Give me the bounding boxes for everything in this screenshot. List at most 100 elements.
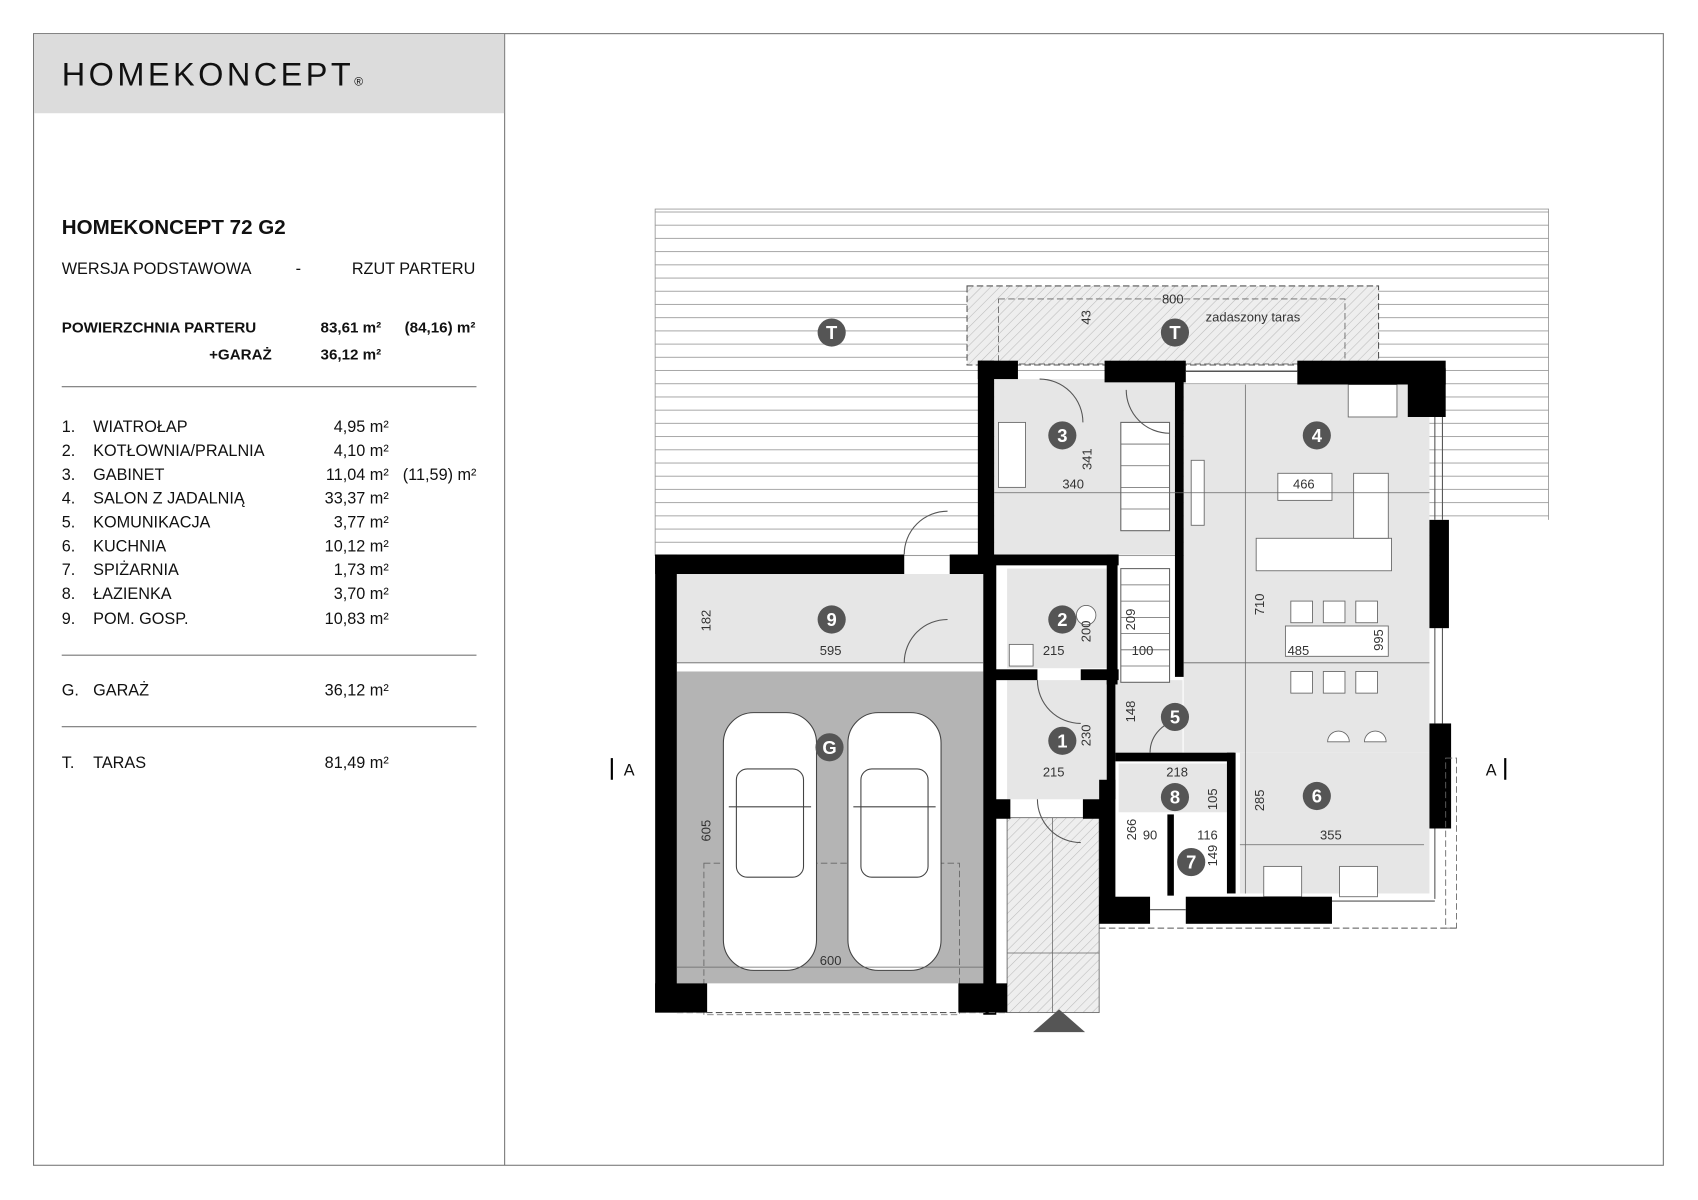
room-name: GABINET bbox=[93, 466, 164, 484]
room-name: POM. GOSP. bbox=[93, 610, 188, 628]
room-5-marker: 5 bbox=[1160, 702, 1190, 732]
garage-sum-label: +GARAŻ bbox=[209, 347, 272, 364]
room-number: 9. bbox=[62, 610, 76, 628]
logo: HOMEKONCEPT® bbox=[62, 57, 367, 93]
covered-terrace-label: zadaszony taras bbox=[1206, 310, 1301, 325]
svg-text:A: A bbox=[1486, 761, 1497, 779]
room-area: 4,10 m² bbox=[334, 442, 390, 460]
svg-text:6: 6 bbox=[1312, 786, 1322, 807]
room-area: 3,70 m² bbox=[334, 585, 390, 603]
room-number: 4. bbox=[62, 490, 76, 508]
dimension: 218 bbox=[1166, 765, 1188, 780]
room-area: 11,04 m² bbox=[326, 466, 389, 484]
room-markers: T T 1 2 3 4 5 6 7 8 9 G bbox=[815, 318, 1331, 877]
svg-text:1: 1 bbox=[1057, 730, 1067, 751]
dimension: 182 bbox=[698, 610, 713, 632]
svg-text:3: 3 bbox=[1057, 425, 1067, 446]
room-name: KUCHNIA bbox=[93, 537, 166, 555]
garage-sum-area: 36,12 m² bbox=[321, 347, 382, 364]
entrance-steps bbox=[1006, 817, 1100, 1014]
room-number: 8. bbox=[62, 585, 76, 603]
svg-text:9: 9 bbox=[827, 609, 837, 630]
room-number: 3. bbox=[62, 466, 76, 484]
room-2-marker: 2 bbox=[1048, 605, 1077, 634]
room-9-marker: 9 bbox=[817, 605, 846, 634]
svg-text:7: 7 bbox=[1186, 852, 1196, 873]
dimension: 710 bbox=[1252, 593, 1267, 615]
windows bbox=[676, 370, 1457, 1014]
dimension: 485 bbox=[1288, 643, 1310, 658]
dimension: 105 bbox=[1205, 788, 1220, 810]
svg-text:A: A bbox=[624, 761, 635, 779]
room-name: KOTŁOWNIA/PRALNIA bbox=[93, 442, 265, 460]
svg-text:G: G bbox=[822, 737, 836, 758]
terrace-name: TARAS bbox=[93, 754, 146, 772]
car-icon bbox=[847, 712, 942, 971]
room-area: 3,77 m² bbox=[334, 513, 390, 531]
terrace-row: T. TARAS 81,49 m² bbox=[62, 754, 390, 772]
room-row: 3. GABINET 11,04 m² (11,59) m² bbox=[62, 466, 477, 484]
dimension: 466 bbox=[1293, 476, 1315, 491]
room-name: KOMUNIKACJA bbox=[93, 513, 210, 531]
room-row: 4. SALON Z JADALNIĄ 33,37 m² bbox=[62, 490, 390, 508]
room-area: 4,95 m² bbox=[334, 418, 390, 436]
room-7-marker: 7 bbox=[1177, 847, 1206, 877]
dimension: 595 bbox=[820, 643, 842, 658]
entrance-arrow-icon bbox=[1033, 1009, 1086, 1033]
svg-text:5: 5 bbox=[1170, 706, 1180, 727]
garage-marker: G bbox=[815, 733, 844, 762]
sheet-frame bbox=[33, 33, 1664, 1166]
logo-registered-mark: ® bbox=[354, 75, 366, 89]
terrace-number: T. bbox=[62, 754, 75, 772]
section-marker-right: A bbox=[1486, 758, 1507, 780]
ground-area: 83,61 m² bbox=[321, 320, 382, 337]
dimension: 43 bbox=[1078, 310, 1093, 324]
room-3-marker: 3 bbox=[1048, 421, 1077, 450]
dimension: 600 bbox=[820, 953, 842, 968]
room-row: 6. KUCHNIA 10,12 m² bbox=[62, 537, 390, 555]
room-area: 33,37 m² bbox=[325, 490, 390, 508]
ground-area-alt: (84,16) m² bbox=[405, 320, 476, 337]
room-name: SALON Z JADALNIĄ bbox=[93, 490, 245, 508]
dimension: 355 bbox=[1320, 827, 1342, 842]
terrace-area: 81,49 m² bbox=[325, 754, 390, 772]
staircase bbox=[1120, 421, 1171, 683]
car-icon bbox=[722, 712, 818, 971]
dimension: 230 bbox=[1078, 725, 1093, 747]
room-area: 10,12 m² bbox=[325, 537, 390, 555]
covered-terrace-marker: T bbox=[1160, 318, 1190, 347]
dimension: 215 bbox=[1043, 765, 1065, 780]
dimension: 605 bbox=[698, 820, 713, 842]
room-name: SPIŻARNIA bbox=[93, 560, 179, 579]
room-number: 5. bbox=[62, 513, 76, 531]
room-number: 6. bbox=[62, 537, 76, 555]
garage-area: 36,12 m² bbox=[325, 681, 390, 699]
ground-area-label: POWIERZCHNIA PARTERU bbox=[62, 320, 257, 337]
dimension: 90 bbox=[1143, 827, 1157, 842]
room-area: 10,83 m² bbox=[325, 610, 390, 628]
room-row: 9. POM. GOSP. 10,83 m² bbox=[62, 610, 390, 628]
garage-name: GARAŻ bbox=[93, 680, 149, 699]
section-marker-left: A bbox=[610, 758, 635, 780]
view-label: RZUT PARTERU bbox=[352, 260, 476, 278]
svg-text:8: 8 bbox=[1170, 787, 1180, 808]
room-area-alt: (11,59) m² bbox=[403, 466, 477, 484]
room-6-marker: 6 bbox=[1302, 781, 1331, 811]
separator: - bbox=[296, 260, 301, 278]
dimensions: 800 43 zadaszony taras 341 340 466 182 5… bbox=[676, 291, 1430, 968]
dimension: 149 bbox=[1205, 845, 1220, 867]
dimension: 209 bbox=[1123, 609, 1138, 631]
dimension: 340 bbox=[1062, 476, 1084, 491]
svg-text:2: 2 bbox=[1057, 609, 1067, 630]
dimension: 266 bbox=[1124, 819, 1139, 841]
project-title: HOMEKONCEPT 72 G2 bbox=[62, 216, 286, 239]
room-4-marker: 4 bbox=[1302, 421, 1331, 450]
dimension: 100 bbox=[1132, 643, 1154, 658]
